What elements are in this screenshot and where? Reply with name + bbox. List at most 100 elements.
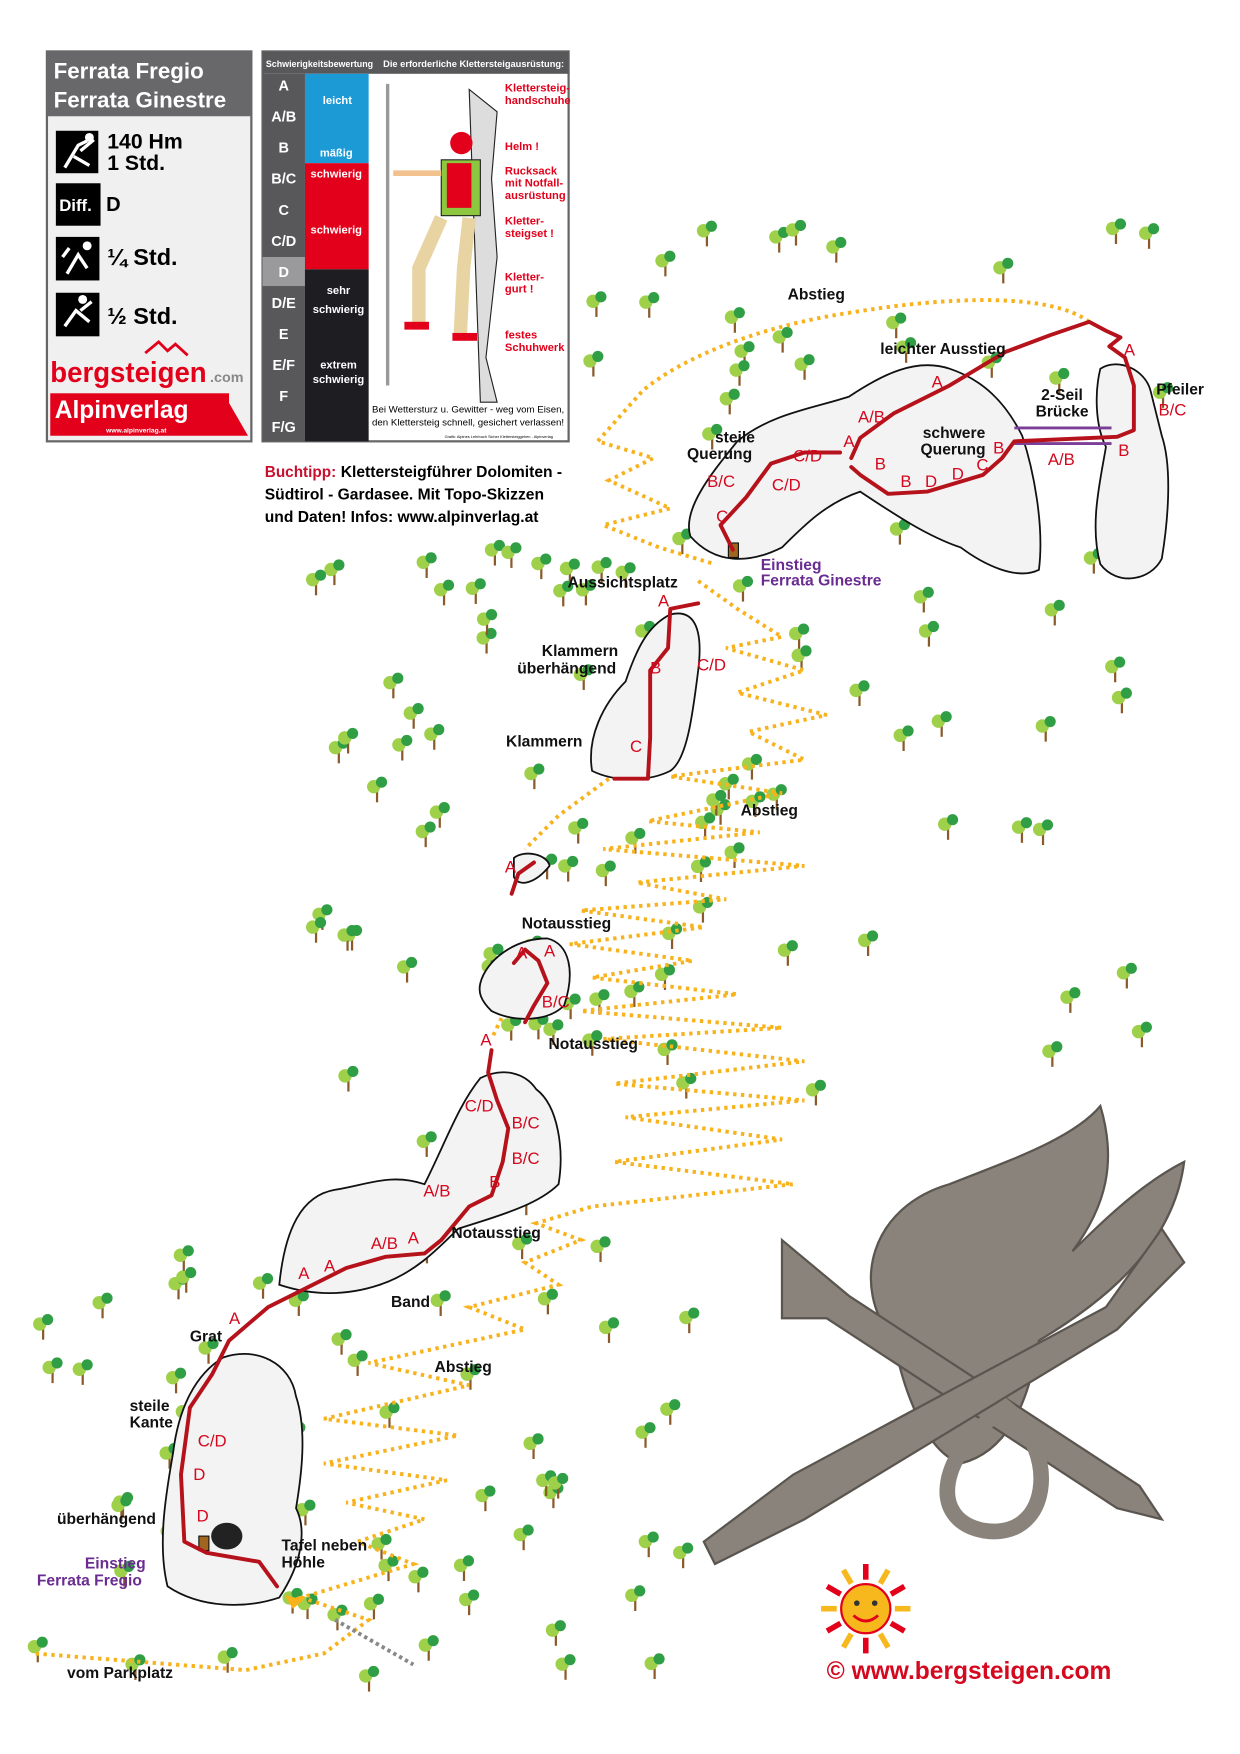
tree-icon [993, 257, 1014, 284]
grade-label: A [1124, 340, 1136, 359]
grade-label: C/D [697, 655, 726, 674]
tree-icon [416, 1131, 437, 1157]
alpinverlag-logo-text: Alpinverlag [55, 397, 189, 424]
grade-label: A [298, 1264, 310, 1283]
label-abstieg: Abstieg [788, 286, 845, 303]
book-tip-line-2: Südtirol - Gardasee. Mit Topo-Skizzen [265, 486, 544, 503]
grade-scale-item: E [279, 327, 289, 343]
tree-icon [794, 354, 815, 380]
equipment-label: Helm ! [505, 141, 539, 153]
map-labels: Abstieg leichter Ausstieg Pfeiler 2-Seil… [37, 286, 1204, 1682]
tree-icon [523, 1433, 544, 1459]
route-info-box: Ferrata Fregio Ferrata Ginestre 140 Hm 1… [45, 50, 253, 443]
tree-icon [558, 855, 579, 882]
tree-icon [638, 1531, 659, 1558]
book-tip-label: Buchtipp: [265, 464, 336, 481]
tree-icon [896, 337, 917, 363]
grade-label: B [993, 439, 1004, 458]
grade-scale-item: C/D [271, 234, 296, 250]
tree-icon [465, 578, 486, 604]
tree-icon [1042, 1041, 1063, 1067]
tree-icon [363, 1593, 384, 1620]
tree-icon [424, 724, 445, 750]
tree-icon [537, 1288, 558, 1315]
route-title-2: Ferrata Ginestre [54, 87, 227, 112]
tree-icon [586, 291, 607, 317]
tree-icon [931, 711, 952, 737]
bergsteigen-logo: bergsteigen [50, 357, 206, 389]
grade-label: A [408, 1228, 420, 1247]
tree-icon [1060, 987, 1081, 1013]
book-tip-line-1: Klettersteigführer Dolomiten - [341, 464, 562, 481]
label-ueberhaengend-2: überhängend [57, 1511, 156, 1528]
grade-label: A/B [423, 1181, 450, 1200]
sun-ray [877, 1568, 891, 1585]
tree-icon [724, 842, 745, 868]
tree-icon [42, 1357, 63, 1384]
tree-icon [305, 917, 327, 943]
tree-icon [724, 307, 745, 333]
grade-label: C/D [465, 1097, 494, 1116]
tree-icon [938, 814, 959, 840]
grade-label: C [630, 737, 642, 756]
equipment-label: Rucksack [505, 165, 558, 177]
tree-icon [635, 620, 656, 647]
alpini-emblem-icon [702, 1103, 1186, 1566]
grade-label: A [324, 1256, 336, 1275]
grade-label: A [544, 941, 556, 960]
tree-icon [573, 664, 594, 690]
tree-icon [625, 1585, 646, 1611]
tree-icon [379, 1402, 400, 1428]
tree-icon [483, 943, 504, 970]
alpinverlag-logo [50, 393, 230, 436]
band-extrem: extrem [320, 360, 357, 372]
band-sehr: sehr [327, 285, 351, 297]
tree-icon [791, 645, 812, 671]
difficulty-value: D [106, 194, 121, 216]
grade-label: A [843, 432, 855, 451]
grade-label: C [976, 455, 988, 474]
tree-icon [1111, 687, 1132, 714]
grade-scale-item: B/C [271, 172, 297, 188]
tree-icon [589, 989, 610, 1015]
route-title-1: Ferrata Fregio [54, 58, 204, 83]
grade-label: D [193, 1465, 205, 1484]
grade-scale-item: E/F [272, 358, 295, 374]
label-kante: Kante [130, 1415, 174, 1432]
label-aussichtsplatz: Aussichtsplatz [567, 575, 677, 592]
tree-icon [568, 817, 589, 844]
grade-scale-item: A [279, 79, 290, 95]
label-bruecke: Brücke [1036, 404, 1089, 421]
tree-icon [673, 1542, 694, 1569]
tree-icon [729, 360, 750, 386]
tree-icon [513, 1524, 534, 1551]
tree-icon [476, 609, 498, 635]
label-tafel: Tafel neben [282, 1538, 368, 1555]
equipment-label: steigset ! [505, 228, 554, 240]
tree-icon [598, 1317, 620, 1343]
sun-icon [821, 1564, 911, 1654]
grade-scale-item: D [279, 265, 289, 281]
tree-icon [893, 725, 914, 752]
grade-label: A [229, 1309, 241, 1328]
tree-icon [536, 1470, 557, 1496]
tree-icon [27, 1636, 48, 1663]
tree-icon [371, 1533, 392, 1560]
tree-icon [1105, 218, 1127, 245]
label-band: Band [391, 1294, 430, 1311]
label-leichter-ausstieg: leichter Ausstieg [880, 341, 1005, 358]
tree-icon [114, 1560, 135, 1587]
entry-ginestre-1: Einstieg [761, 557, 822, 574]
tree-icon [826, 236, 847, 263]
label-querung-2: Querung [687, 446, 752, 463]
sun-ray [877, 1632, 891, 1649]
diff-label: Diff. [59, 196, 92, 215]
copyright-url: © www.bergsteigen.com [827, 1658, 1112, 1685]
tree-icon [1044, 599, 1065, 626]
tree-icon [460, 1364, 481, 1390]
tree-icon [403, 703, 424, 729]
tree-icon [913, 586, 934, 613]
tree-icon [72, 1359, 93, 1385]
sun-ray [825, 1620, 843, 1634]
